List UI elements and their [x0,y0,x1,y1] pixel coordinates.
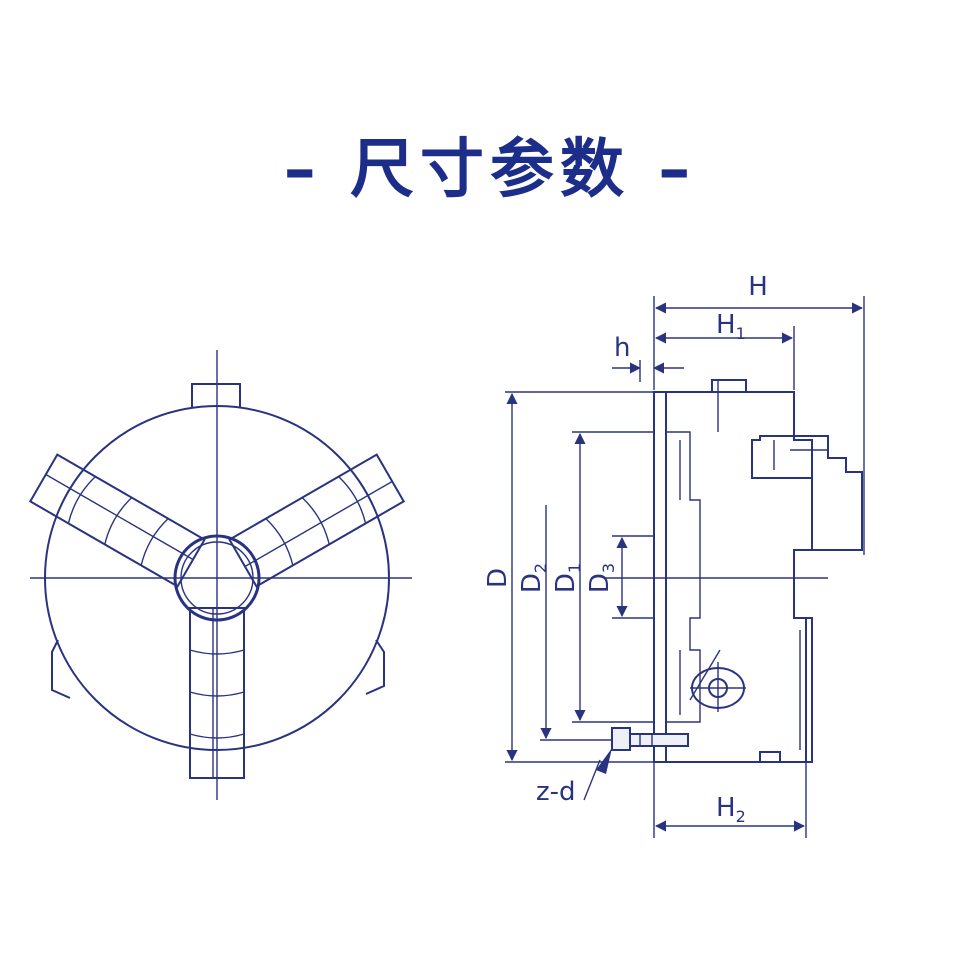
label-H: H [748,272,768,302]
label-D2: D2 [517,563,550,593]
top-notch [191,383,241,408]
jaw-upper-left [28,453,206,588]
inner-jaw-profile [666,431,701,723]
back-flange [653,391,667,763]
jaw-upper-right [228,453,406,588]
front-view [28,350,412,800]
label-H1: H1 [716,310,746,343]
label-D1: D1 [551,563,584,593]
side-jaw-upper [751,435,863,551]
dimension-lines [506,302,864,832]
mounting-bolt [611,727,689,751]
label-D3: D3 [585,563,618,593]
left-bump [51,639,71,699]
page-title: – 尺寸参数 – [283,133,697,207]
label-zd: z-d [536,777,576,807]
pinion-hole [690,662,746,712]
label-h: h [614,333,630,363]
label-D: D [483,568,513,588]
zd-leader [583,759,601,801]
label-H2: H2 [716,793,746,826]
side-view [505,296,865,838]
right-bump [365,639,385,695]
side-body [665,391,813,763]
